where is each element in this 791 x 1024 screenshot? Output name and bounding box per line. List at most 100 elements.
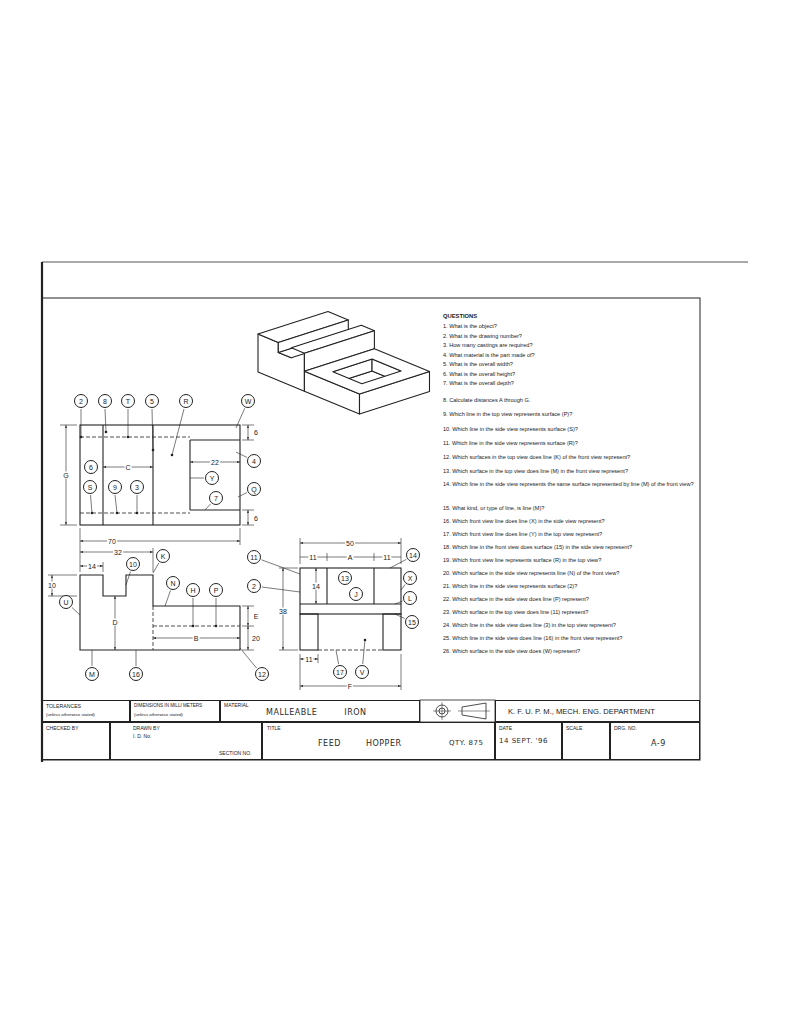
title-block-text: DIMENSIONS IN MILLI METERS [134, 704, 202, 709]
leader-lines [395, 614, 405, 619]
dimension-value: 11 [382, 554, 391, 561]
dimension-lines [248, 510, 249, 525]
leader-dots [116, 512, 119, 515]
dimension-value: F [347, 683, 353, 690]
title-block-text: I. D. No. [133, 734, 151, 739]
title-block-cell: DATE14 SEPT. '96 [495, 722, 562, 760]
leader-lines [190, 478, 204, 479]
side-view [383, 614, 401, 650]
leader-lines [336, 650, 339, 664]
question-text: 18. Which line in the front view does su… [443, 544, 699, 551]
callout-label: H [190, 587, 195, 594]
callout-bubble: H [186, 583, 200, 597]
callout-label: 2 [252, 583, 256, 590]
callout-bubble: 8 [98, 394, 112, 408]
sheet-border [42, 262, 748, 762]
leader-lines [152, 409, 153, 450]
question-text: 24. Which line in the side view does lin… [443, 622, 699, 629]
dimension-lines [80, 528, 81, 572]
sheet-border [42, 262, 748, 263]
callout-label: K [161, 553, 166, 560]
callout-label: L [408, 595, 412, 602]
projection-symbol [420, 700, 495, 722]
top-view [80, 437, 190, 438]
dimension-value: 6 [253, 515, 259, 522]
isometric-view [333, 359, 401, 396]
top-view [189, 440, 190, 510]
question-text: 12. Which surfaces in the top view does … [443, 454, 699, 461]
title-block-text: DRAWN BY [133, 726, 160, 731]
dimension-lines [401, 538, 402, 564]
title-block-text: DRG. NO. [614, 726, 637, 731]
leader-lines [390, 559, 406, 568]
callout-label: 16 [132, 671, 140, 678]
callout-label: J [354, 591, 358, 598]
leader-lines [165, 591, 171, 607]
question-text: 8. Calculate distances A through G. [443, 397, 699, 404]
dimension-lines [279, 568, 298, 569]
dimension-value: C [124, 464, 131, 471]
callout-label: 14 [409, 552, 417, 559]
callout-label: Y [210, 475, 215, 482]
dimension-lines [300, 654, 301, 690]
callout-bubble: R [179, 394, 193, 408]
front-view [80, 575, 240, 650]
callout-bubble: N [166, 576, 180, 590]
questions-heading: QUESTIONS [443, 313, 699, 320]
dimension-value: 11 [308, 554, 317, 561]
leader-lines [105, 409, 106, 432]
question-text: 26. Which surface in the side view does … [443, 648, 699, 655]
callout-label: 10 [129, 561, 137, 568]
dimension-lines [48, 575, 77, 576]
leader-lines [115, 495, 117, 513]
title-block-text: SCALE [566, 726, 582, 731]
question-text: 6. What is the overall height? [443, 371, 699, 378]
title-block-text: MALLEABLE IRON [266, 709, 367, 717]
leader-dots [80, 436, 83, 439]
callout-label: 9 [113, 484, 117, 491]
leader-lines [81, 409, 82, 437]
callout-bubble: 2 [247, 579, 261, 593]
leader-lines [128, 409, 129, 437]
callout-bubble: K [156, 549, 170, 563]
dimension-value: B [193, 635, 200, 642]
side-view [300, 603, 401, 604]
title-block-cell: DRAWN BYI. D. No.SECTION NO. [110, 722, 262, 760]
callout-bubble: U [59, 595, 73, 609]
leader-lines [236, 408, 245, 428]
leader-lines [91, 495, 93, 513]
callout-bubble: M [85, 667, 99, 681]
leader-dots [91, 512, 94, 515]
question-text: 23. Which surface in the top view does l… [443, 609, 699, 616]
callout-bubble: 11 [247, 550, 261, 564]
callout-bubble: 10 [126, 557, 140, 571]
side-view [300, 568, 401, 650]
side-view [373, 568, 374, 604]
callout-bubble: V [355, 665, 369, 679]
dimension-lines [401, 654, 402, 690]
leader-lines [395, 601, 403, 604]
leader-lines [193, 598, 194, 626]
dimension-value: 22 [210, 459, 220, 466]
callout-label: T [126, 398, 130, 405]
leader-lines [401, 584, 405, 590]
leader-dots [136, 512, 139, 515]
callout-label: 7 [214, 495, 218, 502]
dimension-lines [60, 425, 77, 426]
callout-bubble: 3 [130, 480, 144, 494]
callout-bubble: P [209, 583, 223, 597]
top-view [190, 439, 240, 440]
projection-symbol [420, 700, 495, 722]
top-view [102, 425, 103, 525]
dimension-lines [103, 562, 104, 572]
callout-label: 17 [336, 669, 344, 676]
dimension-lines [48, 425, 401, 690]
question-text: 19. Which front view line represents sur… [443, 557, 699, 564]
callout-bubble: 6 [84, 460, 98, 474]
callout-label: 8 [103, 398, 107, 405]
question-text: 14. Which line in the side view represen… [443, 481, 699, 488]
front-view [80, 575, 240, 650]
question-text: 25. Which line in the side view does lin… [443, 635, 699, 642]
callout-bubble: 14 [406, 548, 420, 562]
question-text: 13. Which surface in the top view does l… [443, 468, 699, 475]
